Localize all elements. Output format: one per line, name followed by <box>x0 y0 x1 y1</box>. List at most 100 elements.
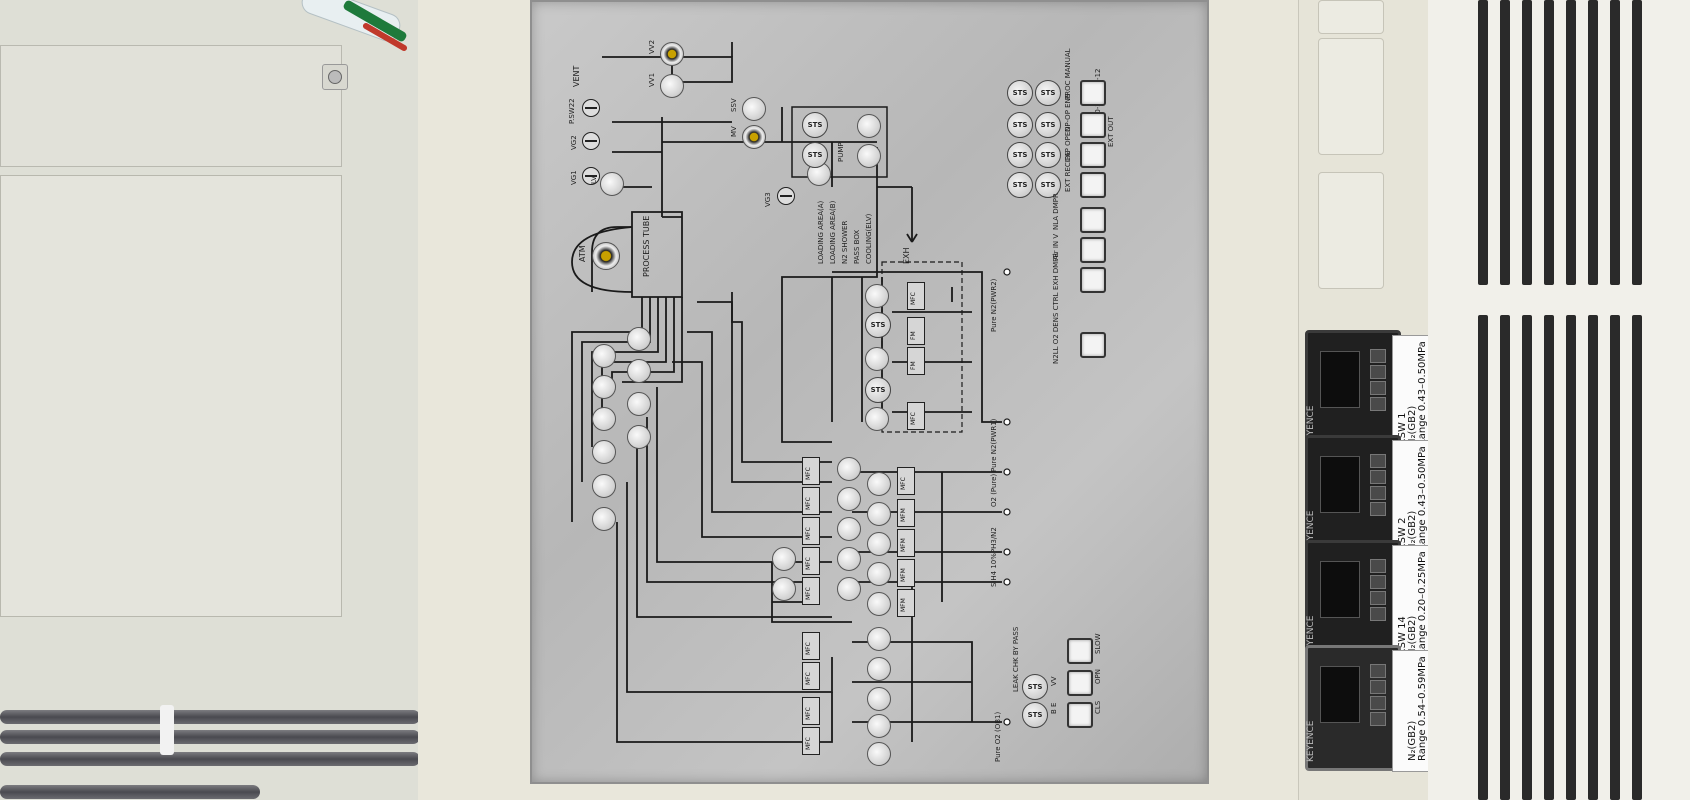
ext-recipe-status[interactable]: STS <box>1007 172 1033 198</box>
pump-bp-status[interactable]: STS <box>802 142 828 168</box>
valve-no2[interactable] <box>592 474 616 498</box>
valve-ssv[interactable] <box>742 97 766 121</box>
mfc-n2-a: MFC <box>907 282 925 310</box>
exh-dmpr-button[interactable] <box>1080 267 1106 293</box>
dp-op-status-2[interactable]: STS <box>1035 112 1061 138</box>
n2ll-o2-button[interactable] <box>1080 332 1106 358</box>
label-vent: VENT <box>572 65 581 87</box>
label-sih4: SiH4 10%PH3/N2 <box>990 527 998 587</box>
ext-out-1-button[interactable] <box>1080 172 1106 198</box>
label-atm: ATM <box>578 245 587 262</box>
mfc-s1: MFC <box>802 577 820 605</box>
label-pure-n2-pwr2: Pure N2(PWR2) <box>990 278 998 332</box>
psw14-range: Range 0.20–0.25MPa <box>1417 551 1428 656</box>
label-vg2: VG2 <box>570 135 578 150</box>
valve-n3[interactable] <box>867 627 891 651</box>
louver-slot <box>1500 0 1510 285</box>
valve-nx[interactable] <box>867 742 891 766</box>
label-nla-dmpr: NLA DMPR <box>1052 193 1060 230</box>
mfc-o1: MFC <box>802 457 820 485</box>
louver-slot <box>1478 0 1488 285</box>
ext-out-2-button[interactable] <box>1080 142 1106 168</box>
valve-p3[interactable] <box>837 547 861 571</box>
dp-op-status[interactable]: STS <box>1007 112 1033 138</box>
valve-o1[interactable] <box>837 457 861 481</box>
cls-button[interactable] <box>1067 702 1093 728</box>
cap-open-status[interactable]: STS <box>1007 142 1033 168</box>
valve-no1[interactable] <box>592 507 616 531</box>
ext-out-4-button[interactable] <box>1080 80 1106 106</box>
valve-p21[interactable] <box>867 502 891 526</box>
left-upper-door <box>0 45 342 167</box>
proc-manual-status-2[interactable]: STS <box>1035 80 1061 106</box>
psw4-range: Range 0.54–0.59MPa <box>1417 656 1428 761</box>
valve-n2[interactable] <box>867 657 891 681</box>
psw2-range: Range 0.43–0.50MPa <box>1417 446 1428 551</box>
n2-bank-status-1[interactable]: STS <box>865 312 891 338</box>
valve-mv[interactable] <box>742 125 766 149</box>
valve-la3[interactable] <box>865 407 889 431</box>
label-leak-check: LEAK CHK BY PASS <box>1012 626 1020 692</box>
nla-dmpr-button[interactable] <box>1080 207 1106 233</box>
valve-p1[interactable] <box>837 487 861 511</box>
louver-slot <box>1632 0 1642 285</box>
label-cooling: COOLING(ELV) <box>865 213 873 264</box>
leak-vv-status[interactable]: STS <box>1022 674 1048 700</box>
blank-cover-2 <box>1318 38 1384 155</box>
valve-sh2[interactable] <box>772 577 796 601</box>
airin-button[interactable] <box>1080 237 1106 263</box>
mfc-p3: MFC <box>802 547 820 575</box>
valve-vv1[interactable] <box>660 74 684 98</box>
valve-np4[interactable] <box>627 392 651 416</box>
blank-cover-1 <box>1318 0 1384 34</box>
pressure-switch-4[interactable]: KEYENCE <box>1305 645 1401 771</box>
valve-np3[interactable] <box>627 425 651 449</box>
opn-button[interactable] <box>1067 670 1093 696</box>
pump-bp-button[interactable] <box>857 144 881 168</box>
ext-out-3-button[interactable] <box>1080 112 1106 138</box>
mfm-p3: MFM <box>897 499 915 527</box>
label-vv2: VV2 <box>648 39 656 54</box>
label-pure-o2: Pure O2 (OB1) <box>994 711 1002 762</box>
label-cls: CLS <box>1094 700 1102 714</box>
valve-s1[interactable] <box>837 577 861 601</box>
cap-open-status-2[interactable]: STS <box>1035 142 1061 168</box>
valve-vv2[interactable] <box>660 42 684 66</box>
valve-no3[interactable] <box>592 440 616 464</box>
valve-o2[interactable] <box>867 472 891 496</box>
pump-mp-status[interactable]: STS <box>802 112 828 138</box>
valve-p2[interactable] <box>837 517 861 541</box>
valve-no6[interactable] <box>592 344 616 368</box>
cable <box>0 752 420 766</box>
ext-recipe-status-2[interactable]: STS <box>1035 172 1061 198</box>
gas-flow-mimic-panel: 2100-221300-12 VG1 VG2 P.SW22 VG3 VENT V… <box>530 0 1209 784</box>
valve-p22[interactable] <box>867 532 891 556</box>
pump-mp-button[interactable] <box>857 114 881 138</box>
valve-no4[interactable] <box>592 407 616 431</box>
mfc-nv: MFC <box>802 697 820 725</box>
label-lv: LV <box>590 176 598 184</box>
valve-nv[interactable] <box>867 714 891 738</box>
valve-atm[interactable] <box>592 242 620 270</box>
valve-s13[interactable] <box>867 592 891 616</box>
valve-no5[interactable] <box>592 375 616 399</box>
valve-n1[interactable] <box>867 687 891 711</box>
label-pump: PUMP <box>837 142 845 162</box>
label-loading-b: LOADING AREA(B) <box>829 200 837 264</box>
mfm-s1: MFM <box>897 589 915 617</box>
slow-button[interactable] <box>1067 638 1093 664</box>
leak-be-status[interactable]: STS <box>1022 702 1048 728</box>
louver-slot <box>1522 0 1532 285</box>
valve-np5[interactable] <box>627 359 651 383</box>
valve-lv[interactable] <box>600 172 624 196</box>
label-vv1: VV1 <box>648 72 656 87</box>
valve-la1[interactable] <box>865 284 889 308</box>
n2-bank-status-2[interactable]: STS <box>865 377 891 403</box>
keyence-logo: KEYENCE <box>1306 720 1316 762</box>
valve-la2[interactable] <box>865 347 889 371</box>
mfc-o2b: MFC <box>897 467 915 495</box>
valve-p23[interactable] <box>867 562 891 586</box>
proc-manual-status[interactable]: STS <box>1007 80 1033 106</box>
valve-np6[interactable] <box>627 327 651 351</box>
valve-ph2[interactable] <box>772 547 796 571</box>
